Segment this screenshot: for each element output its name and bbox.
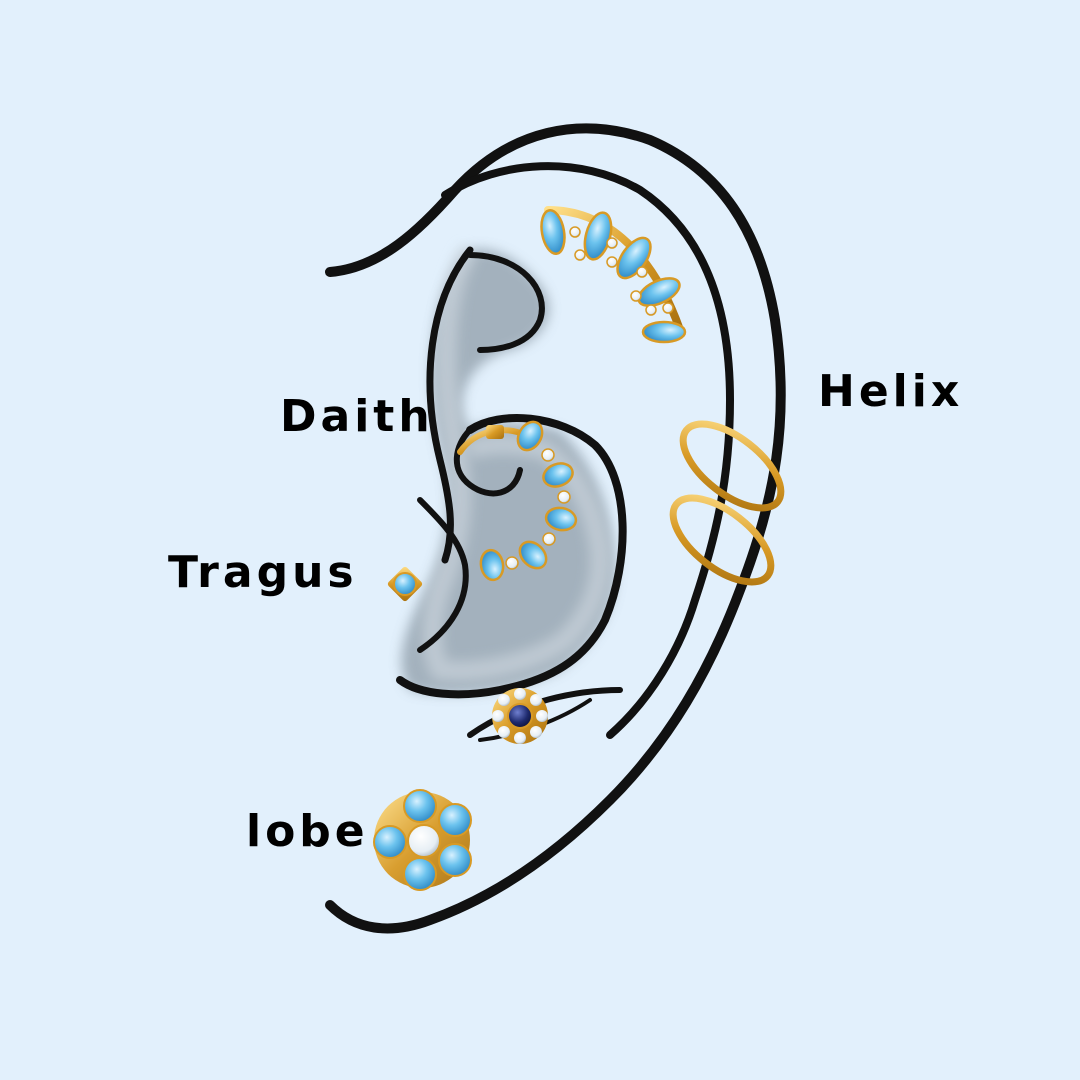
tragus-stud-earring [387, 566, 423, 602]
helix-label: Helix [818, 366, 964, 417]
lobe-label: lobe [246, 806, 369, 857]
helix-hoops-earring [669, 420, 785, 586]
ear-outline [325, 123, 786, 934]
tragus-label: Tragus [168, 547, 358, 598]
helix-climber-earring [540, 206, 687, 344]
daith-clicker-earring [457, 420, 578, 582]
conch-flower-stud-earring [492, 688, 548, 744]
lobe-flower-stud-earring [373, 789, 472, 891]
inner-ear-shading [401, 244, 616, 694]
daith-label: Daith [280, 391, 434, 442]
